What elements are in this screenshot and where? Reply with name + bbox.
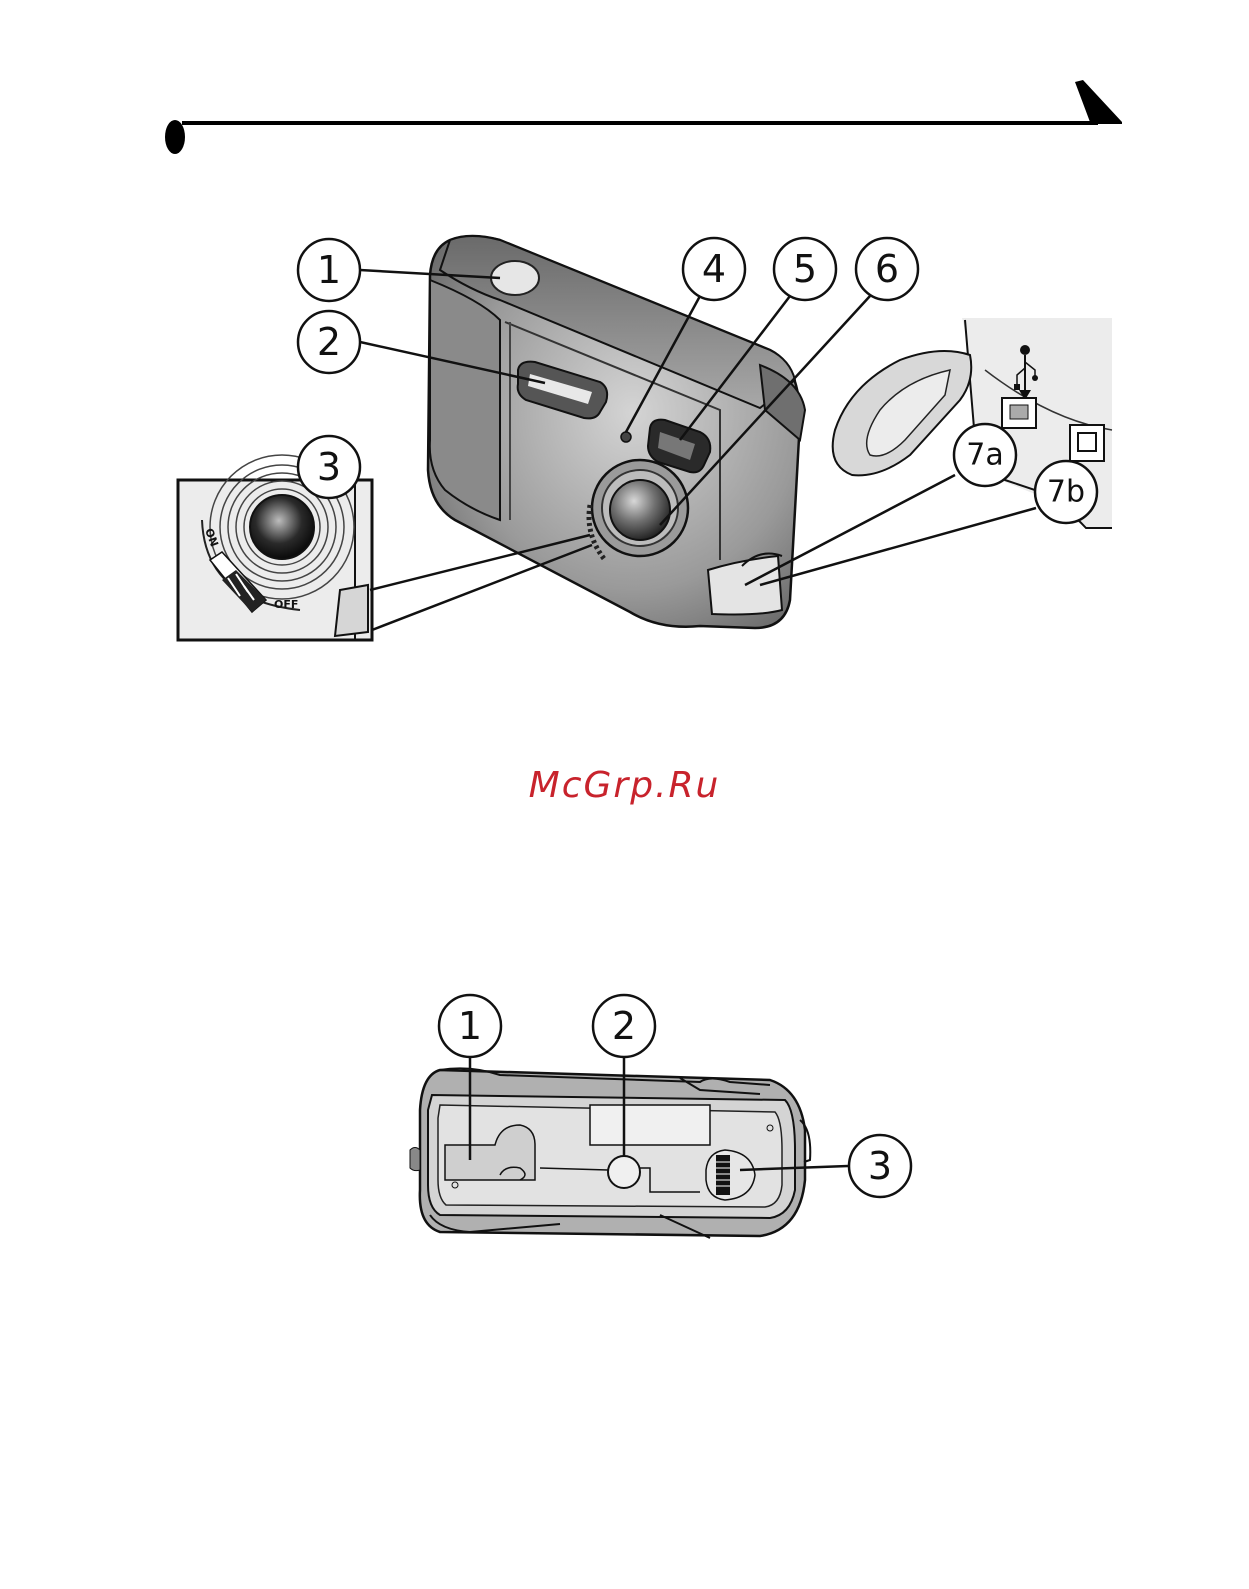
- svg-text:7a: 7a: [966, 438, 1003, 473]
- callout-4: 4: [683, 238, 745, 300]
- svg-text:7b: 7b: [1047, 475, 1085, 510]
- svg-text:3: 3: [317, 445, 341, 489]
- callout-7a: 7a: [954, 424, 1016, 486]
- callout-6: 6: [856, 238, 918, 300]
- bottom-callout-1: 1: [439, 995, 501, 1057]
- svg-text:6: 6: [875, 247, 899, 291]
- bottom-callout-2: 2: [593, 995, 655, 1057]
- switch-off-label: OFF: [274, 598, 298, 611]
- header-rule: [165, 80, 1122, 154]
- callout-7b: 7b: [1035, 461, 1097, 523]
- svg-text:3: 3: [868, 1144, 892, 1188]
- svg-text:4: 4: [702, 247, 726, 291]
- callout-2: 2: [298, 311, 360, 373]
- camera-front-illustration: [428, 236, 805, 628]
- callout-3: 3: [298, 436, 360, 498]
- callout-5: 5: [774, 238, 836, 300]
- svg-text:5: 5: [793, 247, 817, 291]
- svg-text:2: 2: [612, 1004, 636, 1048]
- svg-text:1: 1: [317, 248, 341, 292]
- svg-text:1: 1: [458, 1004, 482, 1048]
- watermark-text: McGrp.Ru: [0, 765, 1249, 806]
- svg-text:2: 2: [317, 320, 341, 364]
- callout-1: 1: [298, 239, 360, 301]
- bottom-callout-3: 3: [849, 1135, 911, 1197]
